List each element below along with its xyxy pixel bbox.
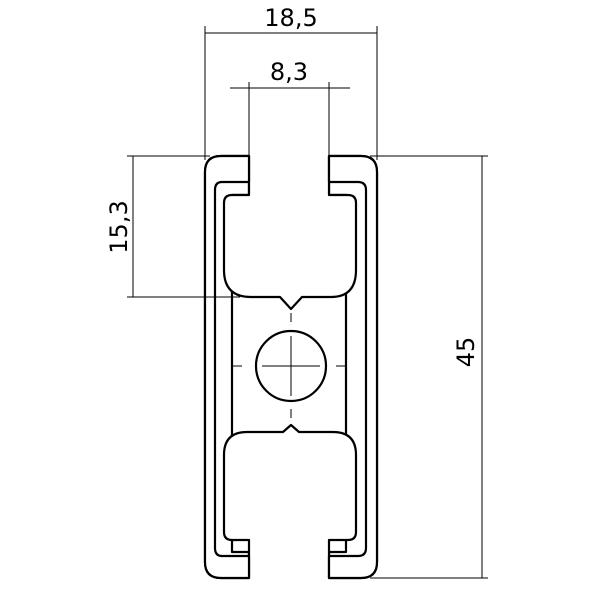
lower-slot-cavity	[222, 423, 358, 556]
profile-body	[203, 154, 251, 580]
dimension-overall-width: 18,5	[204, 4, 378, 160]
dimension-slot-depth: 15,3	[105, 155, 240, 298]
upper-slot-cavity	[222, 182, 358, 311]
dimension-overall-height: 45	[370, 155, 488, 579]
slot-depth-label: 15,3	[105, 200, 133, 253]
overall-height-label: 45	[452, 337, 480, 368]
overall-width-label: 18,5	[264, 4, 317, 32]
dimension-slot-width: 8,3	[230, 58, 350, 160]
slot-width-label: 8,3	[270, 58, 308, 86]
